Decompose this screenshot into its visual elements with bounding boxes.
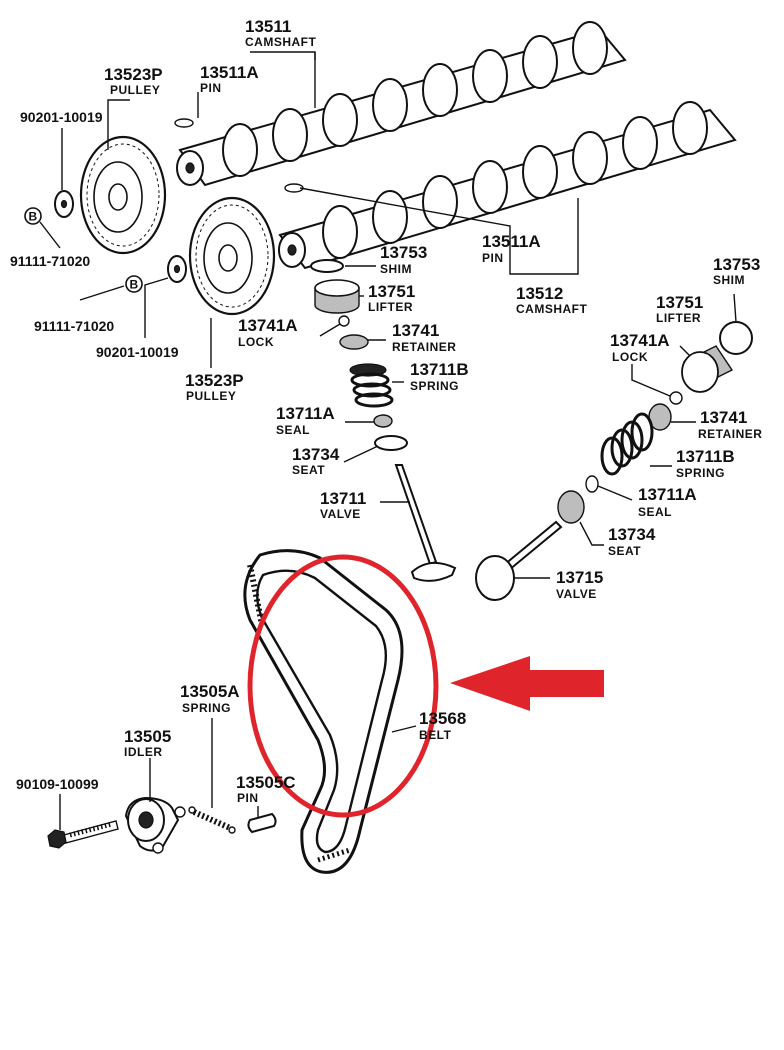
seal-left: [373, 414, 393, 428]
label-lock-left-name: LOCK: [238, 335, 274, 349]
label-valve-left-name: VALVE: [320, 507, 361, 521]
label-lock-left-no: 13741A: [238, 316, 298, 335]
pulley-lower: [188, 196, 276, 316]
label-bolt-upper-no: 91111-71020: [10, 253, 90, 269]
label-lock-right-name: LOCK: [612, 350, 648, 364]
bolt-marker-lower: B: [125, 275, 143, 293]
label-idler-pin-no: 13505C: [236, 773, 296, 792]
svg-text:B: B: [130, 278, 139, 292]
label-valve-right-name: VALVE: [556, 587, 597, 601]
pin-upper: [174, 118, 194, 128]
label-seat-right-name: SEAT: [608, 544, 641, 558]
label-lifter-right-no: 13751: [656, 293, 703, 312]
label-retainer-right-no: 13741: [700, 408, 747, 427]
retainer-left: [339, 334, 369, 350]
label-washer-upper-no: 90201-10019: [20, 109, 103, 125]
label-valve-right-no: 13715: [556, 568, 603, 587]
highlight-ellipse: [247, 554, 439, 818]
label-idler-spring-no: 13505A: [180, 682, 240, 701]
label-retainer-right-name: RETAINER: [698, 427, 762, 441]
timing-belt: [243, 549, 404, 874]
label-idler-no: 13505: [124, 727, 171, 746]
label-lifter-left-no: 13751: [368, 282, 415, 301]
label-pin-upper-no: 13511A: [200, 63, 259, 82]
label-pulley-lower-no: 13523P: [185, 371, 244, 390]
seat-left: [374, 435, 408, 451]
highlight-arrow: [450, 656, 604, 711]
shim-right: [719, 321, 753, 355]
spring-right: [600, 412, 654, 476]
valve-right: [475, 520, 563, 601]
svg-text:B: B: [29, 210, 38, 224]
label-seal-left-no: 13711A: [276, 404, 335, 423]
bolt-marker-upper: B: [24, 207, 42, 225]
label-bolt-lower-no: 91111-71020: [34, 318, 114, 334]
label-seal-right-name: SEAL: [638, 505, 672, 519]
seal-right: [585, 475, 599, 493]
label-washer-lower-no: 90201-10019: [96, 344, 179, 360]
lifter-right: [681, 345, 734, 393]
leader-lines: [39, 51, 737, 830]
label-shim-right-no: 13753: [713, 255, 760, 274]
camshaft-upper: [176, 21, 627, 187]
seat-right: [557, 490, 585, 524]
label-seat-left-no: 13734: [292, 445, 340, 464]
shim-left: [310, 259, 344, 273]
label-seal-left-name: SEAL: [276, 423, 310, 437]
label-lifter-right-name: LIFTER: [656, 311, 701, 325]
lock-left: [338, 315, 350, 327]
label-belt-name: BELT: [419, 728, 452, 742]
label-shim-left-name: SHIM: [380, 262, 412, 276]
label-camshaft-upper-name: CAMSHAFT: [245, 35, 316, 49]
label-idler-pin-name: PIN: [237, 791, 259, 805]
idler-pulley: [124, 796, 186, 854]
label-pulley-upper-no: 13523P: [104, 65, 163, 84]
label-shim-right-name: SHIM: [713, 273, 745, 287]
label-shim-left-no: 13753: [380, 243, 427, 262]
label-pin-upper-name: PIN: [200, 81, 222, 95]
label-retainer-left-name: RETAINER: [392, 340, 456, 354]
lock-right: [669, 391, 683, 405]
label-seal-right-no: 13711A: [638, 485, 697, 504]
idler-spring: [188, 806, 236, 834]
label-spring-right-name: SPRING: [676, 466, 725, 480]
label-pulley-lower-name: PULLEY: [186, 389, 236, 403]
lifter-left: [314, 279, 360, 314]
label-idler-bolt-no: 90109-10099: [16, 776, 99, 792]
label-lifter-left-name: LIFTER: [368, 300, 413, 314]
label-spring-left-name: SPRING: [410, 379, 459, 393]
label-pin-lower-no: 13511A: [482, 232, 541, 251]
spring-left: [349, 363, 394, 408]
label-idler-spring-name: SPRING: [182, 701, 231, 715]
label-idler-name: IDLER: [124, 745, 163, 759]
label-valve-left-no: 13711: [320, 489, 366, 508]
label-camshaft-upper-no: 13511: [245, 17, 291, 36]
valve-left: [394, 464, 457, 582]
label-spring-left-no: 13711B: [410, 360, 469, 379]
label-pin-lower-name: PIN: [482, 251, 504, 265]
label-seat-right-no: 13734: [608, 525, 656, 544]
label-camshaft-lower-no: 13512: [516, 284, 563, 303]
pulley-upper: [79, 135, 167, 255]
label-lock-right-no: 13741A: [610, 331, 670, 350]
label-pulley-upper-name: PULLEY: [110, 83, 160, 97]
idler-bolt: [47, 820, 119, 849]
idler-pin: [247, 812, 277, 834]
camshaft-lower: [278, 101, 737, 270]
label-retainer-left-no: 13741: [392, 321, 439, 340]
label-spring-right-no: 13711B: [676, 447, 735, 466]
label-belt-no: 13568: [419, 709, 466, 728]
label-camshaft-lower-name: CAMSHAFT: [516, 302, 587, 316]
label-seat-left-name: SEAT: [292, 463, 325, 477]
